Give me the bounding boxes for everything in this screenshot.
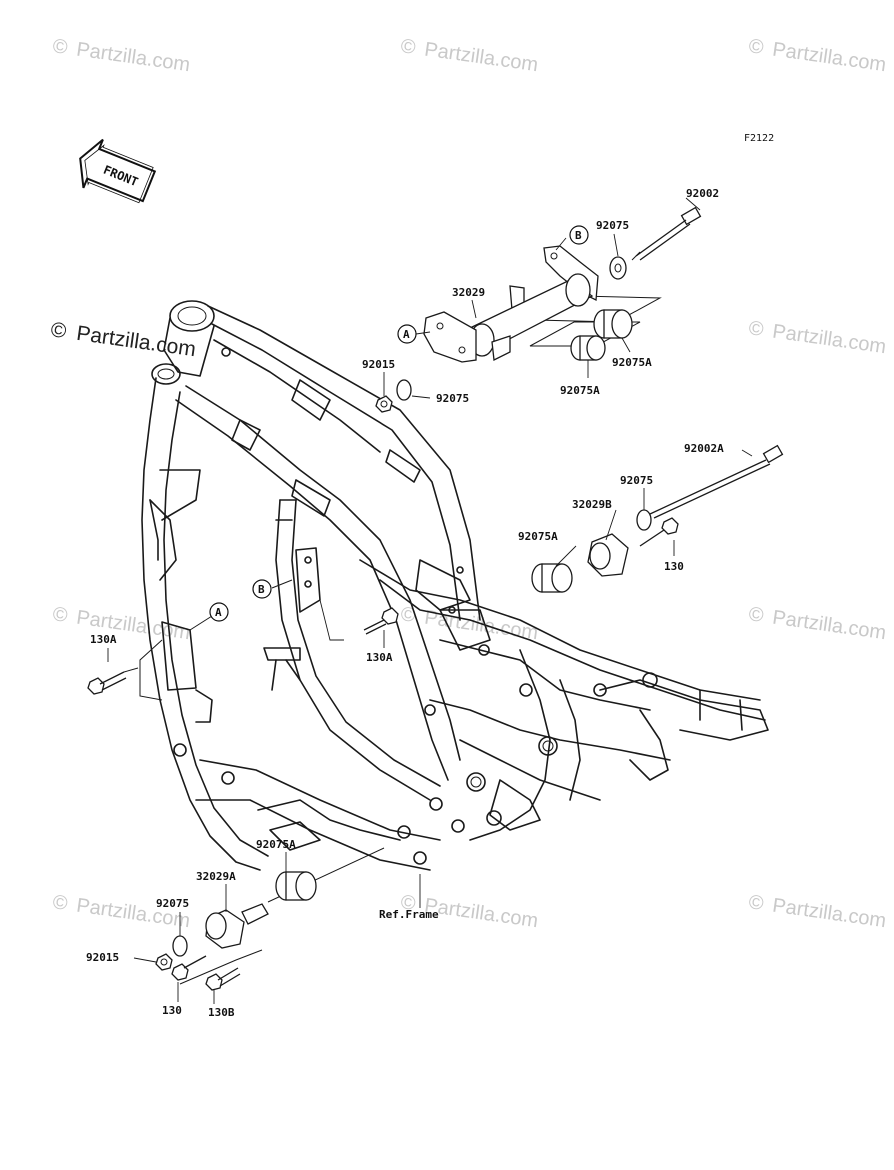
- part-label-92075A-center: 92075A: [560, 384, 600, 397]
- watermark-main-symbol: ©: [49, 318, 68, 343]
- part-label-92015-lower: 92015: [86, 951, 119, 964]
- bolt-130A-center: [363, 607, 399, 635]
- watermark: © Partzilla.com: [747, 35, 887, 76]
- watermark-symbol: ©: [51, 603, 69, 627]
- callout-b-left-label: B: [258, 583, 265, 596]
- callout-b-upper-label: B: [575, 229, 582, 242]
- watermark: © Partzilla.com: [747, 603, 887, 644]
- ref-frame-label: Ref.Frame: [379, 908, 439, 921]
- left-mount-group: [87, 579, 399, 701]
- watermark-symbol: ©: [747, 891, 765, 915]
- part-label-130-lower: 130: [162, 1004, 182, 1017]
- bolt-130A-left: [87, 667, 139, 695]
- watermark: © Partzilla.com: [399, 35, 539, 76]
- callout-b-left: B: [252, 579, 272, 599]
- collar-32029B: [587, 533, 629, 577]
- part-label-130A-center: 130A: [366, 651, 393, 664]
- part-label-92015-top: 92015: [362, 358, 395, 371]
- diagram-code: F2122: [744, 133, 774, 144]
- part-label-130A-left: 130A: [90, 633, 117, 646]
- watermark-text: Partzilla.com: [75, 39, 191, 77]
- callout-b-upper: B: [569, 225, 589, 245]
- part-label-92075-lower: 92075: [156, 897, 189, 910]
- part-label-92002: 92002: [686, 187, 719, 200]
- bolt-130-lower: [171, 955, 207, 981]
- bolt-130-right: [639, 517, 679, 547]
- washer-92075-right: [636, 509, 652, 531]
- watermark-symbol: ©: [399, 891, 417, 915]
- washer-92075-mid: [396, 379, 412, 401]
- part-number-labels: 92002 92075 32029 92015 92075 92075A 920…: [86, 187, 724, 1019]
- part-label-32029A: 32029A: [196, 870, 236, 883]
- part-label-92075A-right: 92075A: [612, 356, 652, 369]
- bolt-130B: [205, 967, 241, 991]
- front-arrow-icon: FRONT: [79, 138, 157, 204]
- rubber-mount-92075A-right: [593, 309, 633, 339]
- upper-mount-assembly: [375, 197, 702, 413]
- watermark: © Partzilla.com: [747, 317, 887, 358]
- callout-a-left-label: A: [215, 606, 222, 619]
- lower-mount-assembly: [133, 847, 385, 1004]
- rubber-mount-92075A-center: [570, 335, 606, 361]
- watermark: © Partzilla.com: [51, 35, 191, 76]
- collar-32029A: [205, 903, 269, 949]
- part-label-92075A-left: 92075A: [518, 530, 558, 543]
- bracket-a-upper: [423, 311, 477, 363]
- watermark-group: © Partzilla.com © Partzilla.com © Partzi…: [49, 35, 887, 932]
- callout-a-upper: A: [397, 324, 417, 344]
- watermark-symbol: ©: [747, 317, 765, 341]
- watermark-symbol: ©: [51, 891, 69, 915]
- nut-92015-lower: [155, 953, 173, 971]
- watermark-text: Partzilla.com: [423, 39, 539, 77]
- rubber-mount-92075A-lower: [275, 871, 317, 901]
- watermark-text: Partzilla.com: [771, 321, 887, 359]
- motorcycle-frame: [141, 300, 769, 908]
- watermark: © Partzilla.com: [747, 891, 887, 932]
- part-label-92075-mid: 92075: [436, 392, 469, 405]
- watermark-symbol: ©: [399, 35, 417, 59]
- part-label-92002A: 92002A: [684, 442, 724, 455]
- callout-a-upper-label: A: [403, 328, 410, 341]
- part-label-130B: 130B: [208, 1006, 235, 1019]
- part-label-32029: 32029: [452, 286, 485, 299]
- rubber-mount-92075A-left: [531, 563, 573, 593]
- part-label-130-right: 130: [664, 560, 684, 573]
- bolt-92002: [631, 206, 702, 261]
- watermark-text: Partzilla.com: [423, 895, 539, 933]
- part-label-32029B: 32029B: [572, 498, 612, 511]
- bolt-92002A: [649, 444, 784, 519]
- watermark-text: Partzilla.com: [771, 895, 887, 933]
- callout-a-left: A: [209, 602, 229, 622]
- watermark-symbol: ©: [747, 35, 765, 59]
- part-label-92075-right: 92075: [620, 474, 653, 487]
- part-label-92075-top: 92075: [596, 219, 629, 232]
- watermark-symbol: ©: [747, 603, 765, 627]
- part-label-92075A-lower: 92075A: [256, 838, 296, 851]
- watermark-symbol: ©: [51, 35, 69, 59]
- washer-92075-top: [609, 256, 627, 280]
- watermark-text: Partzilla.com: [771, 607, 887, 645]
- right-mount-assembly: [531, 444, 784, 593]
- nut-92015-top: [375, 395, 393, 413]
- watermark-text: Partzilla.com: [771, 39, 887, 77]
- washer-92075-lower: [172, 935, 188, 957]
